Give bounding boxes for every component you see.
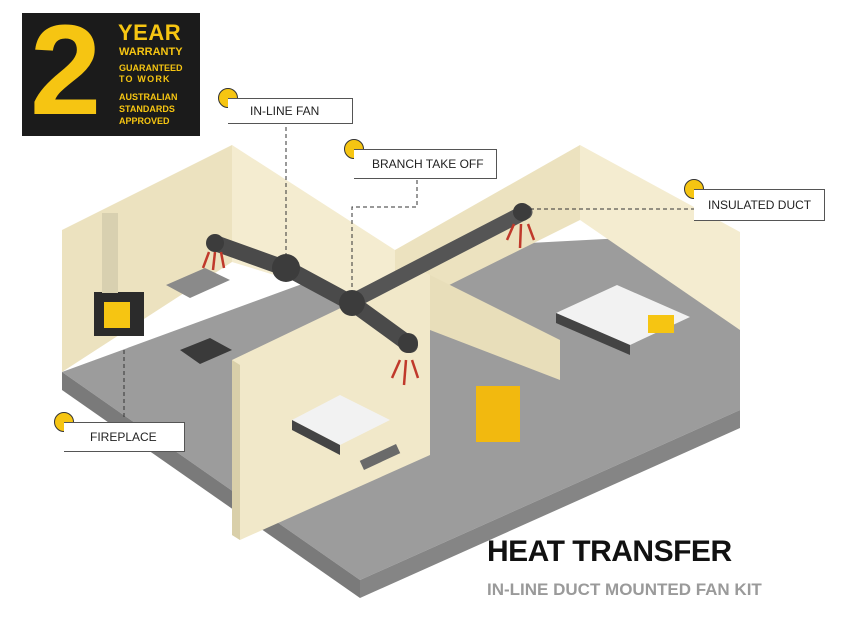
diagram-title: HEAT TRANSFER [487, 535, 732, 568]
coffee-table [180, 338, 232, 364]
leader-lines [123, 120, 695, 417]
guaranteed-label: GUARANTEED [119, 63, 183, 73]
duct-insulated [347, 204, 533, 308]
callout-branch-take-off-label: BRANCH TAKE OFF [372, 157, 484, 171]
bed-front [292, 395, 390, 445]
diagram-subtitle: IN-LINE DUCT MOUNTED FAN KIT [487, 580, 762, 599]
to-work-label: TO WORK [119, 74, 171, 84]
callout-insulated-duct-label: INSULATED DUCT [708, 198, 812, 212]
callout-fireplace-label: FIREPLACE [90, 430, 157, 444]
back-wall-right-b [580, 145, 740, 330]
callout-fireplace: FIREPLACE [64, 422, 185, 452]
outlet-left [206, 234, 224, 252]
fireplace-opening [104, 302, 130, 328]
wardrobe [476, 386, 520, 442]
partition-wall-front-side [232, 360, 240, 540]
outlet-right [513, 203, 531, 221]
sofa [166, 268, 230, 298]
callout-insulated-duct: INSULATED DUCT [694, 189, 825, 221]
bed-front-base [292, 420, 340, 455]
chimney [102, 213, 118, 293]
australian-label: AUSTRALIAN [119, 92, 178, 102]
duct-main [207, 235, 418, 353]
approved-label: APPROVED [119, 116, 170, 126]
callout-branch-take-off: BRANCH TAKE OFF [354, 149, 497, 179]
rug [359, 444, 401, 470]
warranty-year-label: YEAR [118, 20, 182, 45]
bed-right-base [556, 313, 630, 355]
partition-wall-right [430, 275, 560, 380]
inline-fan-body [272, 254, 300, 282]
warranty-years: 2 [30, 0, 102, 142]
floor-slab-edge-right [360, 410, 740, 598]
airflow-arrows [201, 223, 536, 386]
branch-fitting [339, 290, 365, 316]
nightstand [648, 315, 674, 333]
standards-label: STANDARDS [119, 104, 175, 114]
warranty-badge: 2 YEAR WARRANTY GUARANTEED TO WORK AUSTR… [22, 7, 200, 136]
outlet-middle [398, 333, 418, 353]
callout-inline-fan-label: IN-LINE FAN [250, 104, 320, 118]
warranty-label: WARRANTY [119, 46, 183, 58]
callout-inline-fan: IN-LINE FAN [228, 98, 353, 124]
